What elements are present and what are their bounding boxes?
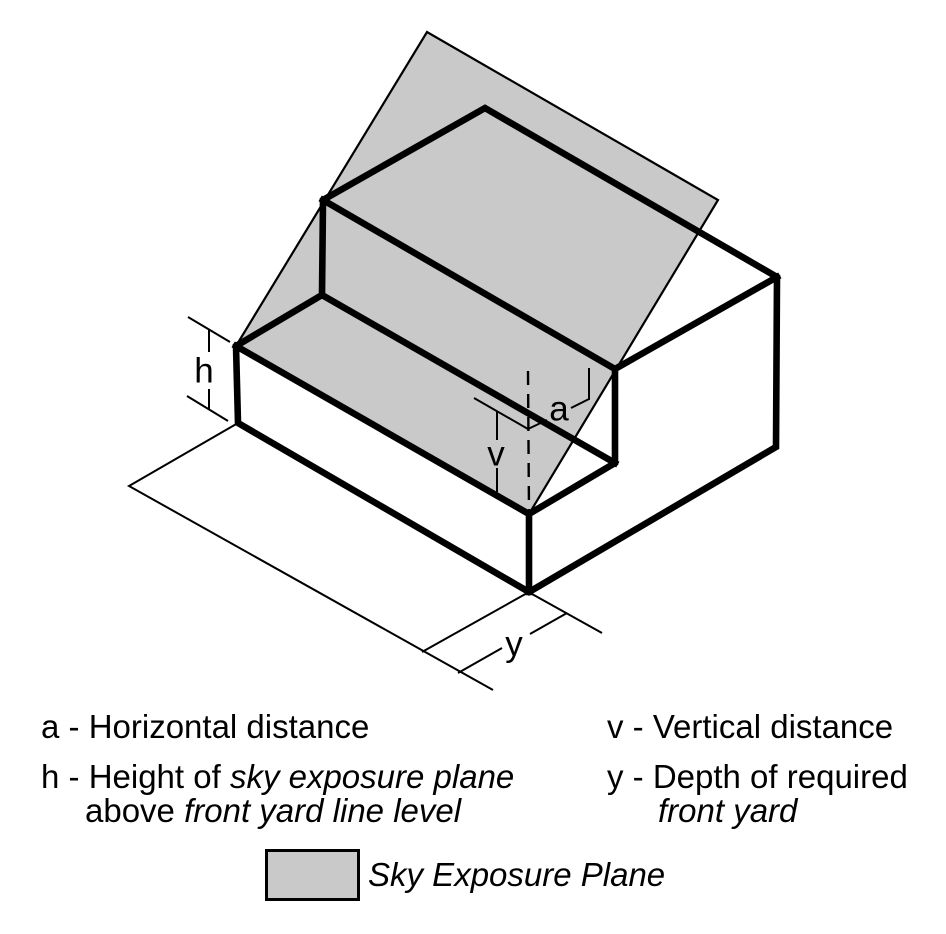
plane-slope-dashed-line [526,370,531,515]
legend-h-line2-plain: above [85,792,185,829]
legend-h-line1-italic: sky exposure plane [229,758,515,795]
legend-h-symbol: h [41,758,60,795]
front-yard-street-line [126,422,494,691]
sky-exposure-plane-swatch [265,849,360,901]
legend-v-symbol: v [607,708,624,745]
legend-y-line1-plain: Depth of required [652,758,908,795]
y-dimension-line [457,612,568,674]
legend-y-sep: - [623,758,653,795]
legend-item-v: v - Vertical distance [607,710,893,744]
a-dimension-line [527,398,590,430]
legend-a-symbol: a [41,708,60,745]
legend-y-line2-italic: front yard [658,792,798,829]
legend-item-h: h - Height of sky exposure plane above fr… [41,760,514,828]
label-v: v [487,435,505,474]
label-y: y [505,625,523,664]
front-yard-right-edge [421,591,530,653]
legend-y-symbol: y [607,758,624,795]
legend-h-sep: - [59,758,89,795]
h-dimension-ticks [186,316,231,422]
legend-item-a: a - Horizontal distance [41,710,369,744]
sky-exposure-plane-key-label: Sky Exposure Plane [368,856,666,893]
legend-a-text: Horizontal distance [88,708,370,745]
legend-v-text: Vertical distance [652,708,894,745]
label-a: a [549,390,569,429]
label-h: h [194,352,213,391]
horizontal-reference-line [473,397,529,430]
legend-a-sep: - [59,708,89,745]
legend-h-line1-plain: Height of [88,758,230,795]
legend-v-sep: - [623,708,653,745]
legend-h-line2-italic: front yard line level [184,792,462,829]
